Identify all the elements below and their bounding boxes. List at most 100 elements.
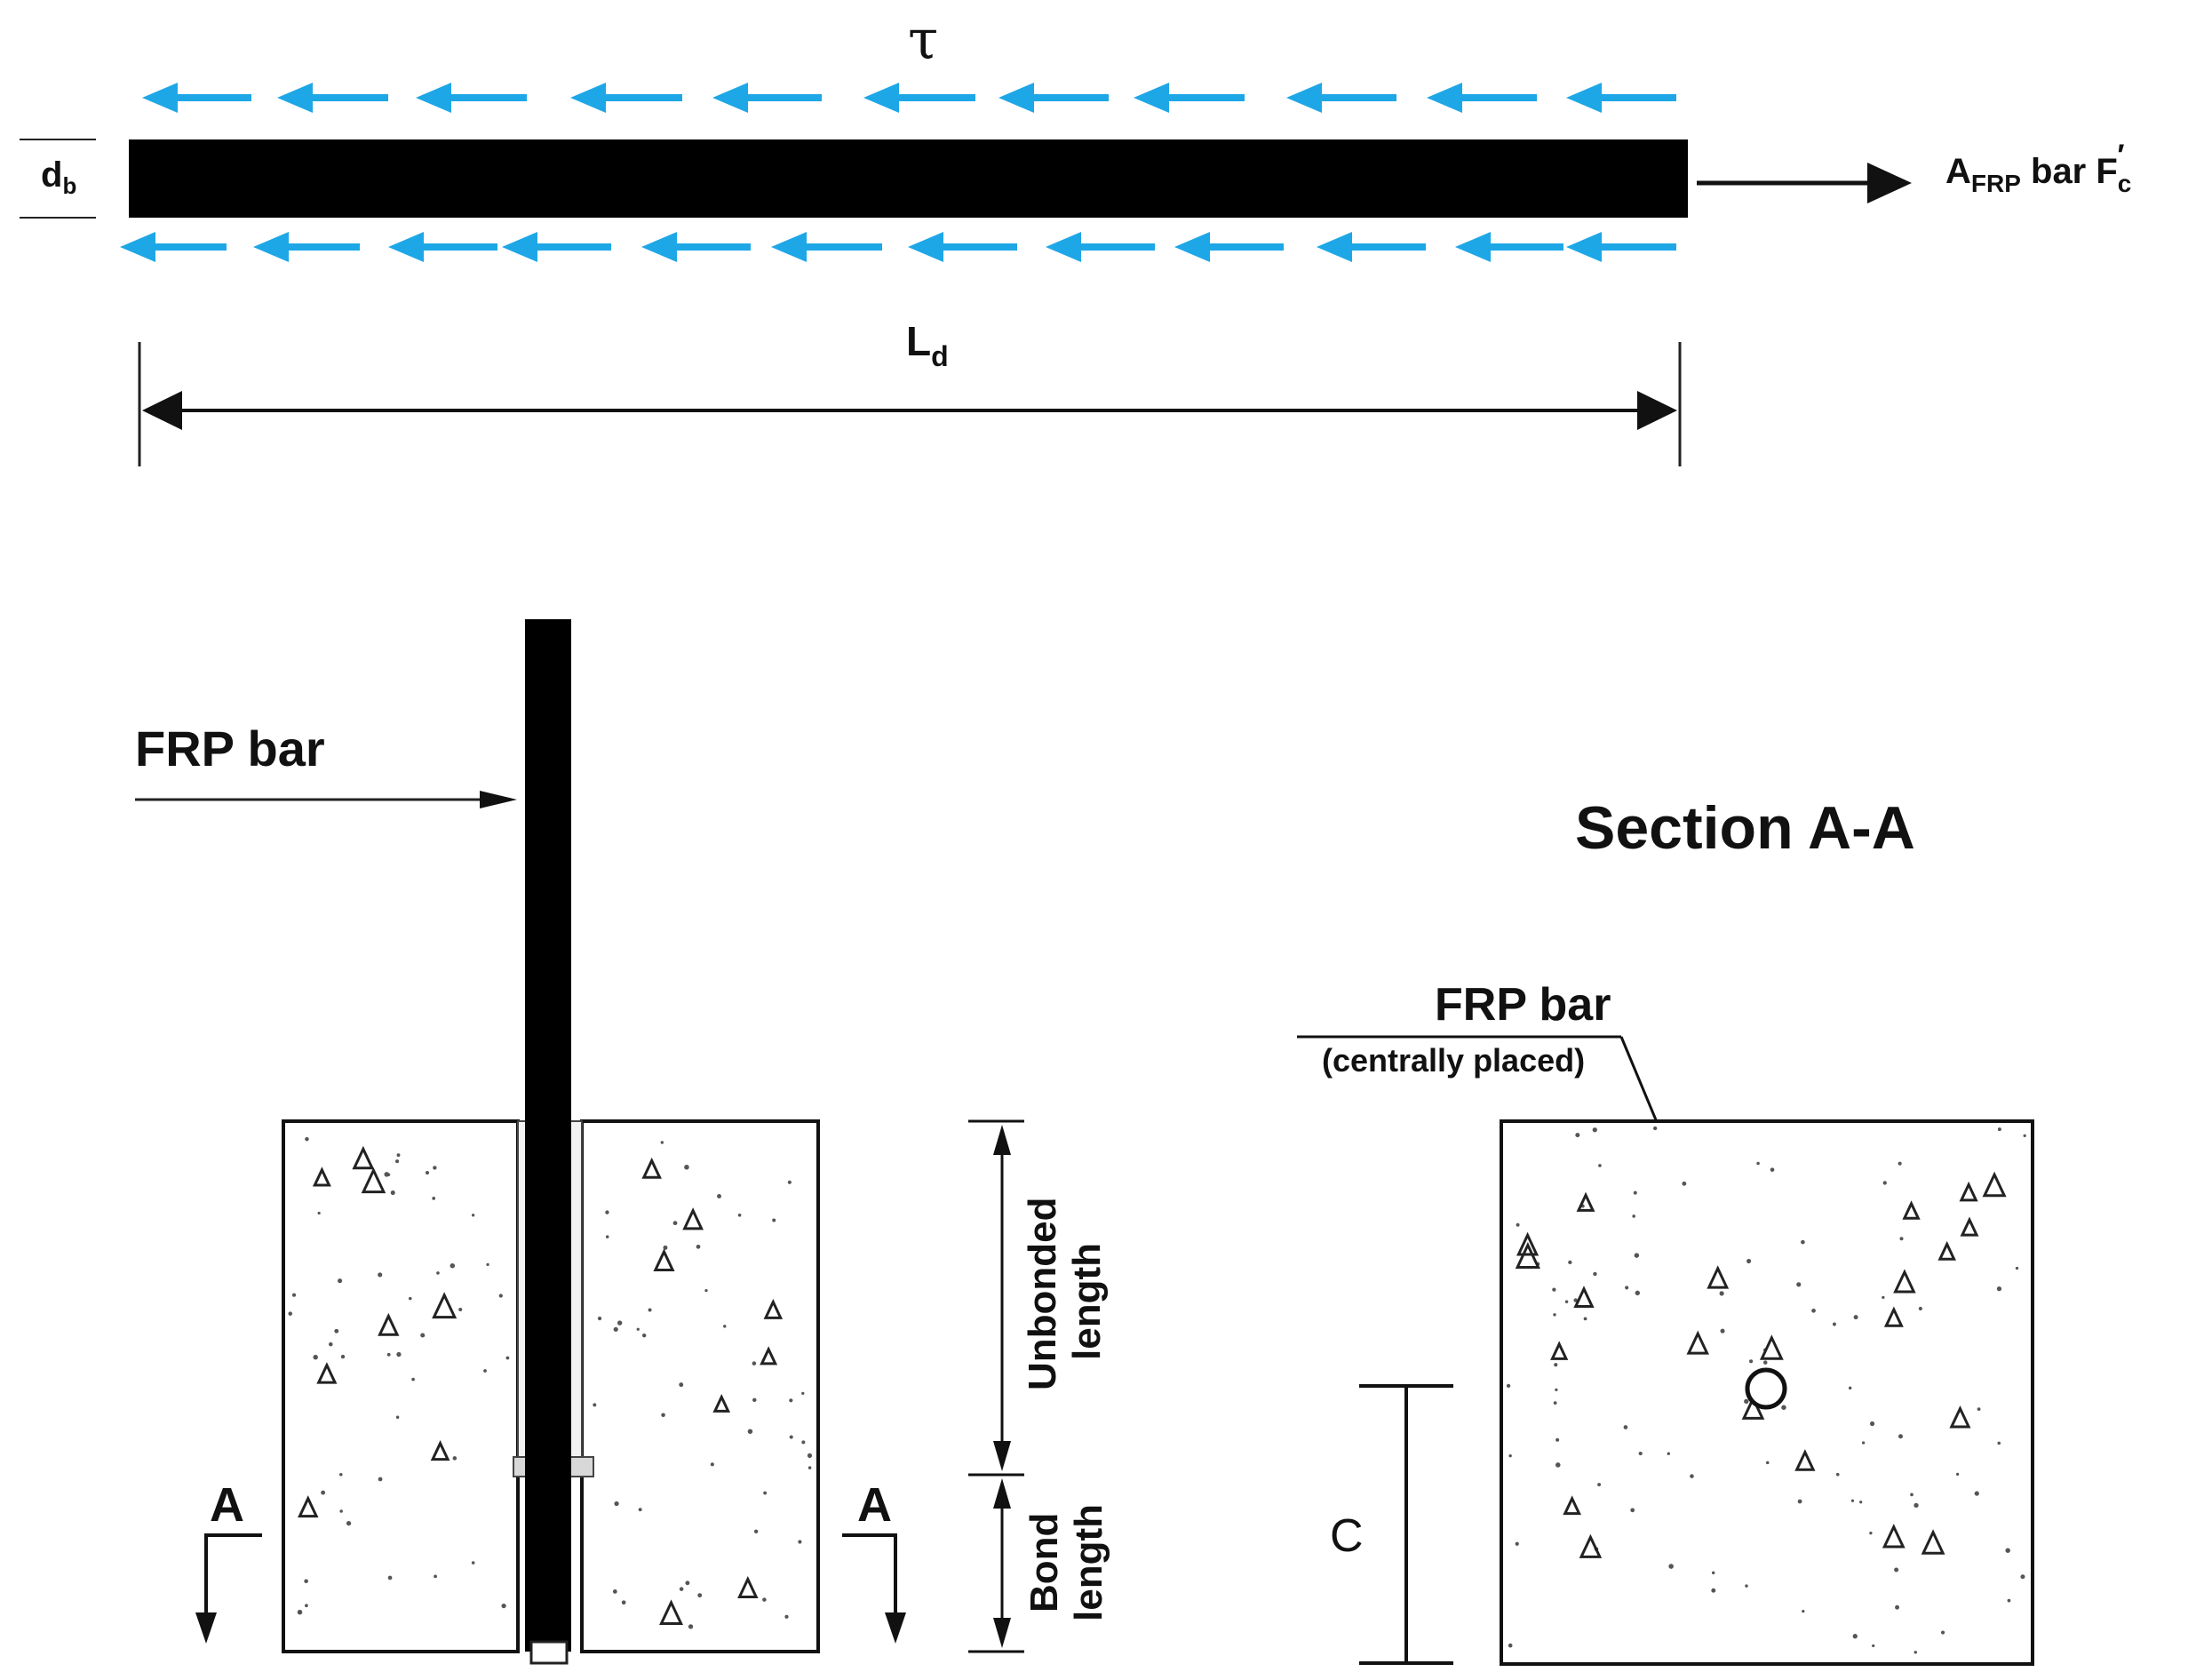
development-length-label: Ld [906,318,949,372]
aggregate-stone [316,1362,338,1384]
aggregate-dot [672,1221,678,1226]
aggregate-stone [352,1145,375,1170]
aggregate-dot [1918,1306,1922,1311]
aggregate-dot [763,1491,768,1495]
aggregate-dot [396,1153,401,1158]
aggregate-dot [1553,1313,1556,1317]
aggregate-dot [1852,1634,1858,1639]
aggregate-dot [1515,1541,1519,1546]
aggregate-dot [2005,1548,2010,1553]
aggregate-dot [305,1136,309,1142]
aggregate-dot [486,1262,489,1267]
aggregate-stone [361,1166,386,1194]
aggregate-dot [1554,1363,1558,1367]
aggregate-dot [1506,1383,1511,1389]
aggregate-dot [1848,1386,1852,1390]
bond-stress-arrow [120,232,227,262]
concrete-block-left [282,1119,520,1653]
bond-stress-arrow [1046,232,1155,262]
aggregate-stone [1937,1240,1956,1261]
aggregate-dot [1861,1441,1866,1445]
aggregate-stone [1707,1265,1730,1289]
aggregate-dot [1638,1451,1643,1456]
bond-stress-arrow [277,83,388,113]
aggregate-dot [752,1361,757,1365]
aggregate-dot [1625,1286,1629,1290]
aggregate-dot [346,1521,352,1526]
aggregate-dot [1575,1133,1580,1138]
aggregate-dot [386,1352,391,1357]
aggregate-dot [737,1213,742,1217]
ld-arrowhead-right [1637,391,1677,430]
aggregate-dot [1811,1308,1816,1313]
aggregate-dot [313,1354,318,1360]
frp-bar-horizontal [129,139,1688,218]
aggregate-dot [1555,1462,1561,1468]
aggregate-dot [648,1308,652,1312]
aggregate-stone [760,1346,778,1365]
aggregate-dot [1516,1222,1520,1227]
aggregate-dot [384,1172,390,1177]
aggregate-dot [2023,1134,2026,1138]
aggregate-dot [593,1403,597,1407]
aggregate-dot [1553,1401,1557,1405]
aggregate-dot [329,1342,333,1347]
aggregate-stone [1515,1241,1540,1269]
bond-stress-arrow [388,232,497,262]
aggregate-dot [338,1472,343,1477]
aggregate-dot [378,1272,383,1278]
aggregate-dot [1997,1127,2001,1132]
bond-stress-arrow [1317,232,1426,262]
aggregate-stone [378,1312,400,1336]
aggregate-dot [498,1294,503,1298]
aggregate-dot [501,1603,506,1609]
aggregate-dot [1573,1298,1578,1302]
aggregate-dot [1745,1584,1748,1588]
aggregate-dot [1894,1567,1899,1573]
aggregate-dot [452,1456,457,1461]
aggregate-dot [684,1164,689,1170]
aggregate-dot [1632,1214,1635,1218]
aggregate-dot [808,1466,812,1469]
aggregate-dot [1859,1501,1863,1504]
bond-length-label: Bond length [1022,1504,1110,1621]
aggregate-dot [411,1377,415,1381]
aggregate-stone [1902,1200,1921,1220]
aggregate-dot [471,1214,475,1217]
aggregate-dot [1630,1508,1635,1513]
aggregate-dot [1762,1360,1768,1365]
aggregate-dot [679,1382,684,1388]
aggregate-stone [1982,1171,2007,1198]
aggregate-stone [432,1292,457,1319]
bond-arrowhead-top [993,1478,1011,1509]
unbonded-arrowhead-top [993,1125,1011,1155]
aggregate-stone [737,1576,759,1598]
aggregate-dot [471,1561,475,1565]
aggregate-dot [387,1575,393,1580]
aggregate-dot [288,1311,293,1316]
aggregate-dot [697,1593,703,1598]
aggregate-dot [1555,1437,1560,1442]
svg-text:length: length [1067,1504,1110,1621]
frp-bar-label-section: FRP bar [1435,979,1611,1031]
specimen-elevation: FRP bar A A Unbonded leng [135,619,1110,1665]
aggregate-stone [312,1166,331,1187]
concrete-aggregate-section [1506,1126,2026,1654]
bond-stress-arrow [502,232,611,262]
tau-label: τ [908,7,938,72]
aggregate-dot [1801,1239,1805,1245]
bar-diameter-label: db [41,155,76,199]
aggregate-dot [597,1316,602,1321]
aggregate-dot [1996,1286,2002,1292]
aggregate-dot [2015,1266,2019,1270]
aggregate-dot [1746,1259,1752,1264]
aggregate-dot [1974,1491,1979,1496]
section-mark-right-arrow [885,1612,906,1644]
concrete-aggregate-elevation [288,1136,813,1629]
bond-stress-arrow [641,232,751,262]
aggregate-dot [304,1579,308,1584]
aggregate-dot [408,1296,412,1301]
aggregate-stone [1563,1495,1581,1516]
pullout-free-body: τ db AFRP bar Fc′ Ld [20,7,2131,466]
aggregate-dot [641,1333,647,1338]
